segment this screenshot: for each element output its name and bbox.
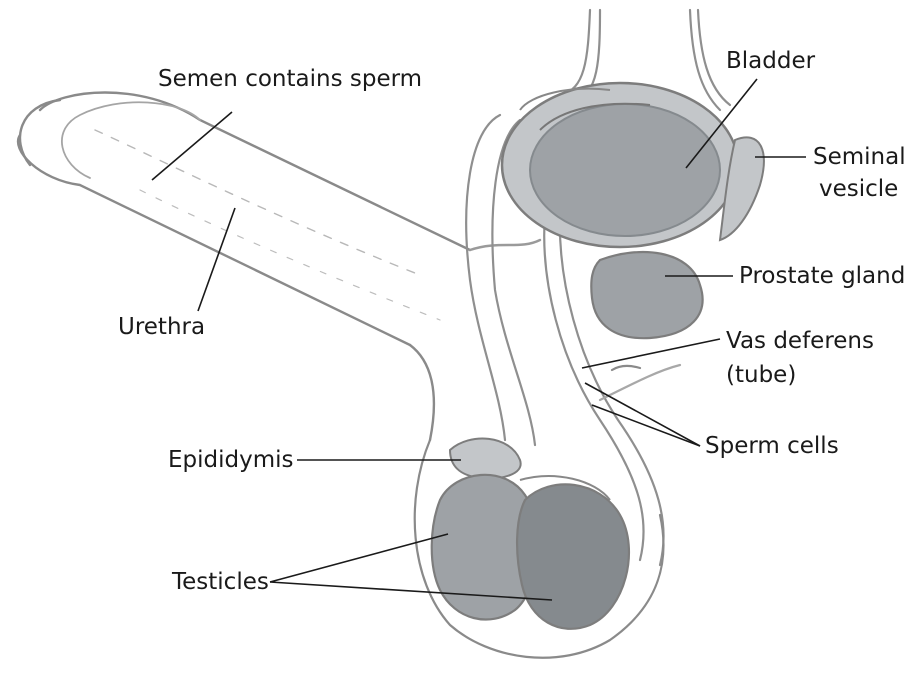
label-sperm-cells: Sperm cells: [705, 432, 839, 460]
label-prostate: Prostate gland: [739, 262, 904, 290]
label-seminal-vesicle-line1: Seminal: [813, 143, 904, 171]
bladder-organ: [502, 83, 738, 247]
label-testicles: Testicles: [172, 568, 269, 596]
prostate-organ: [591, 252, 702, 338]
label-bladder: Bladder: [726, 47, 815, 75]
label-urethra: Urethra: [118, 313, 205, 341]
label-seminal-vesicle-line2: vesicle: [819, 175, 898, 203]
label-vas-deferens-line1: Vas deferens: [726, 327, 874, 355]
label-vas-deferens-line2: (tube): [726, 361, 796, 389]
penis-shaft: [18, 93, 540, 441]
label-epididymis: Epididymis: [168, 446, 294, 474]
label-semen: Semen contains sperm: [158, 65, 422, 93]
testicles-organ: [432, 475, 629, 629]
